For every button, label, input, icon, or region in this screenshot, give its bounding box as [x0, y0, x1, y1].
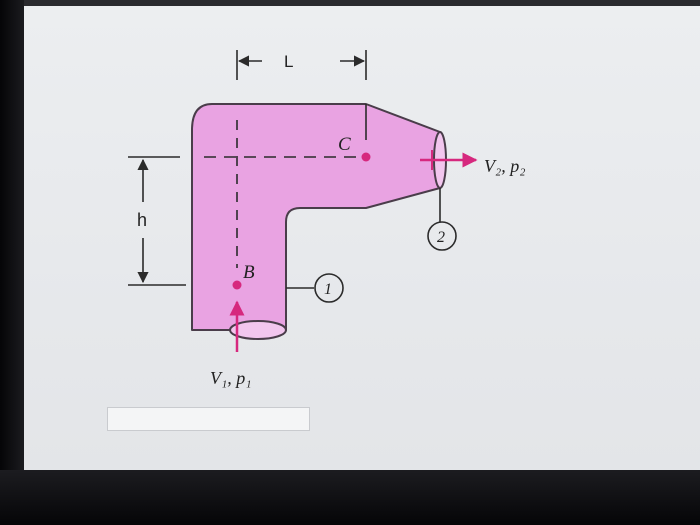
pipe-body — [191, 103, 441, 331]
inlet-ellipse — [229, 320, 287, 340]
height-label: h — [137, 210, 147, 230]
section-1-label: 1 — [324, 281, 332, 298]
point-c-label: C — [338, 134, 351, 155]
answer-input[interactable] — [107, 407, 310, 431]
top-bar — [24, 0, 700, 6]
section-2-circle — [427, 221, 457, 251]
screen — [24, 0, 700, 470]
inlet-label: V₁, p₁ — [210, 368, 252, 388]
monitor-bezel-left — [0, 0, 24, 525]
section-2-label: 2 — [437, 229, 445, 246]
outlet-label: V₂, p₂ — [484, 156, 526, 176]
monitor-bezel-bottom — [0, 470, 700, 525]
section-1-circle — [314, 273, 344, 303]
length-label: L — [284, 52, 293, 71]
point-b-dot — [232, 280, 242, 290]
point-b-label: B — [243, 262, 255, 283]
point-c-dot — [361, 152, 371, 162]
